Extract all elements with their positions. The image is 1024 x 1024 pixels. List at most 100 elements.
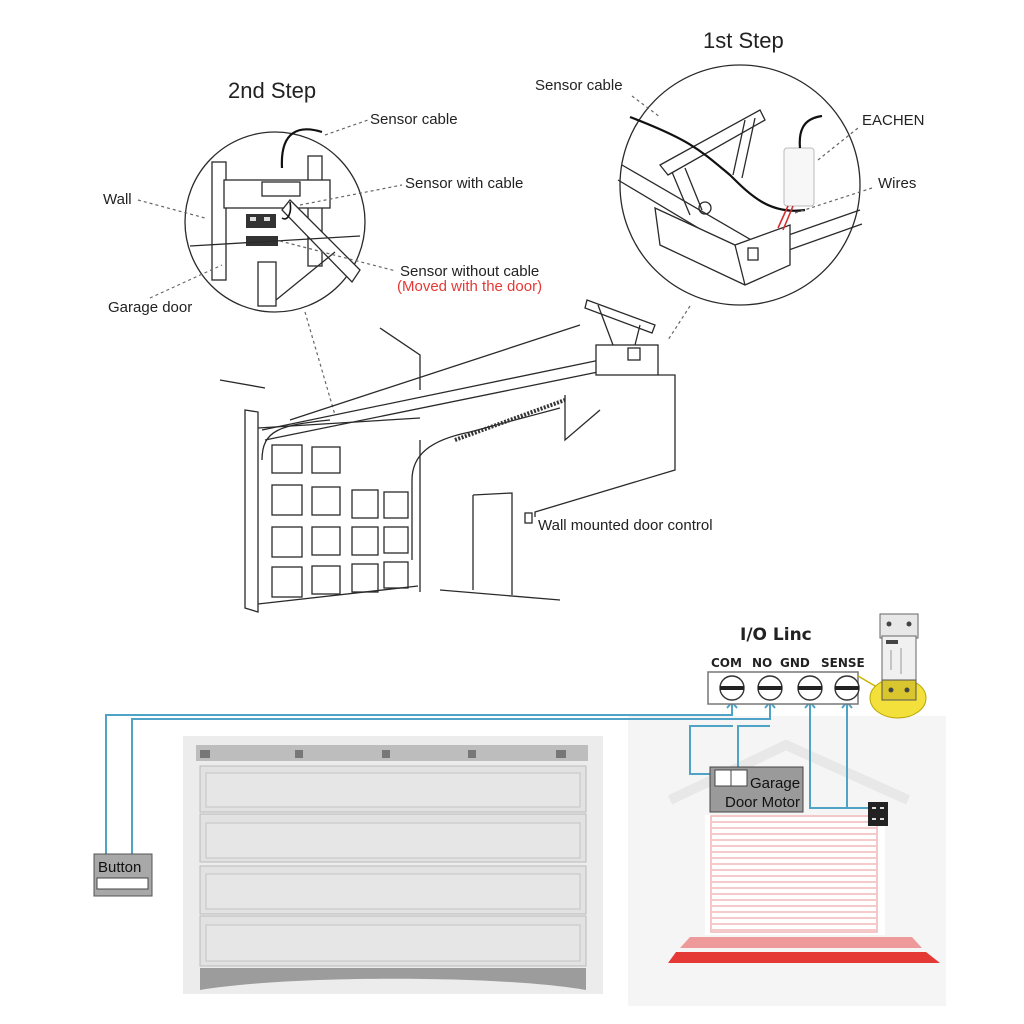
terminal-screw-no[interactable] <box>757 675 783 701</box>
label-sensor-without-cable: Sensor without cable <box>400 263 539 280</box>
door-gap-shadow <box>200 968 586 990</box>
motor-terminal <box>714 769 732 787</box>
terminal-label-no: NO <box>752 656 772 670</box>
door-hinge <box>556 750 566 758</box>
door-panel <box>311 565 341 595</box>
sensor-screw <box>264 217 270 221</box>
label-garage-door: Garage door <box>108 299 192 316</box>
door-panel <box>351 563 379 593</box>
eachen-module <box>783 147 815 207</box>
label-sensor-with-cable: Sensor with cable <box>405 175 523 192</box>
bracket <box>261 181 301 197</box>
callout-line <box>279 240 397 272</box>
door-hinge <box>382 750 390 758</box>
wall-button[interactable]: Button <box>93 853 153 897</box>
step2-title: 2nd Step <box>228 78 316 103</box>
track-curve-left <box>261 419 331 461</box>
wire-button-to-no <box>131 703 771 856</box>
terminal-label-com: COM <box>711 656 742 670</box>
label-sensor-cable-step2: Sensor cable <box>370 111 458 128</box>
label-wall-mounted-control: Wall mounted door control <box>538 517 713 534</box>
opener-body <box>595 344 659 376</box>
garage-line-art: Wall mounted door control <box>219 299 713 613</box>
sectional-garage-door-photo <box>183 736 603 994</box>
callout-line <box>817 127 859 161</box>
label-wall: Wall <box>103 191 132 208</box>
track-curve-right <box>411 407 561 560</box>
door-panel <box>311 486 341 516</box>
garage-door-opener-unit <box>534 299 676 517</box>
arm-lower <box>275 251 336 301</box>
door-panel <box>271 484 303 516</box>
opener-light <box>627 347 641 361</box>
door-inset <box>205 772 581 808</box>
magnetic-sensor-icon <box>879 613 919 701</box>
driveway-red <box>668 952 940 963</box>
io-linc-title: I/O Linc <box>740 625 812 645</box>
gear-icon <box>698 201 712 215</box>
label-sensor-cable-step1: Sensor cable <box>535 77 623 94</box>
sensor-screw <box>250 217 256 221</box>
door-panel <box>351 526 379 556</box>
door-window <box>311 446 341 474</box>
step2-detail: 2nd Step Sensor cable Sensor with cable … <box>103 78 542 316</box>
torsion-spring <box>454 398 566 442</box>
door-panel <box>383 491 409 519</box>
door-panel <box>383 561 409 589</box>
sensor-dot <box>880 818 884 820</box>
box-button <box>747 247 759 261</box>
door-frame-left <box>244 409 259 613</box>
driveway-light <box>680 937 922 948</box>
door-hinge <box>200 750 210 758</box>
door-panel <box>271 526 303 558</box>
opener-hanger <box>584 299 656 334</box>
door-panels <box>271 444 409 598</box>
sensor-cable-step2 <box>280 128 323 169</box>
label-moved-with-door: (Moved with the door) <box>397 278 542 295</box>
door-bracket <box>257 261 277 307</box>
rollup-frame <box>710 815 878 933</box>
door-panel <box>311 526 341 556</box>
eachen-power-cable <box>798 114 823 149</box>
door-hinge <box>468 750 476 758</box>
wall-control-icon <box>524 512 533 524</box>
sensor-without-cable-icon <box>246 236 278 246</box>
io-linc-module: I/O Linc COM NO GND SENSE <box>707 613 927 719</box>
opener-hanger-legs <box>597 304 641 346</box>
spring-bracket <box>564 395 601 442</box>
motor-terminal <box>730 769 748 787</box>
button-plate[interactable] <box>96 877 149 890</box>
terminal-screw-com[interactable] <box>719 675 745 701</box>
control-wire <box>534 374 676 517</box>
door-inset <box>205 873 581 910</box>
door-arm <box>281 199 361 284</box>
wire-motor-to-com <box>689 725 733 775</box>
sensor-dot <box>880 807 884 809</box>
callout-line <box>794 187 873 214</box>
rollup-door-slats <box>712 821 876 931</box>
house-opening <box>705 815 885 935</box>
door-inset <box>205 924 581 962</box>
motor-label-line2: Door Motor <box>725 794 800 811</box>
sensor-dot <box>872 807 876 809</box>
box-edge <box>734 244 746 286</box>
terminal-label-sense: SENSE <box>821 656 865 670</box>
callout-line <box>324 119 369 136</box>
hanger-bar <box>659 109 766 176</box>
door-inset <box>205 822 581 859</box>
step1-title: 1st Step <box>703 28 784 53</box>
callout-line <box>299 184 403 206</box>
door-contact-sensor <box>868 802 888 826</box>
terminal-screw-gnd[interactable] <box>797 675 823 701</box>
button-label: Button <box>98 859 141 876</box>
door-hinge <box>295 750 303 758</box>
door-panel <box>351 489 379 519</box>
step1-leader <box>667 305 691 341</box>
opener-rail <box>261 359 601 441</box>
sensor-dot <box>872 818 876 820</box>
door-panel <box>383 526 409 554</box>
ceiling-bracket <box>379 327 421 390</box>
door-panel <box>271 566 303 598</box>
terminal-screw-sense[interactable] <box>834 675 860 701</box>
